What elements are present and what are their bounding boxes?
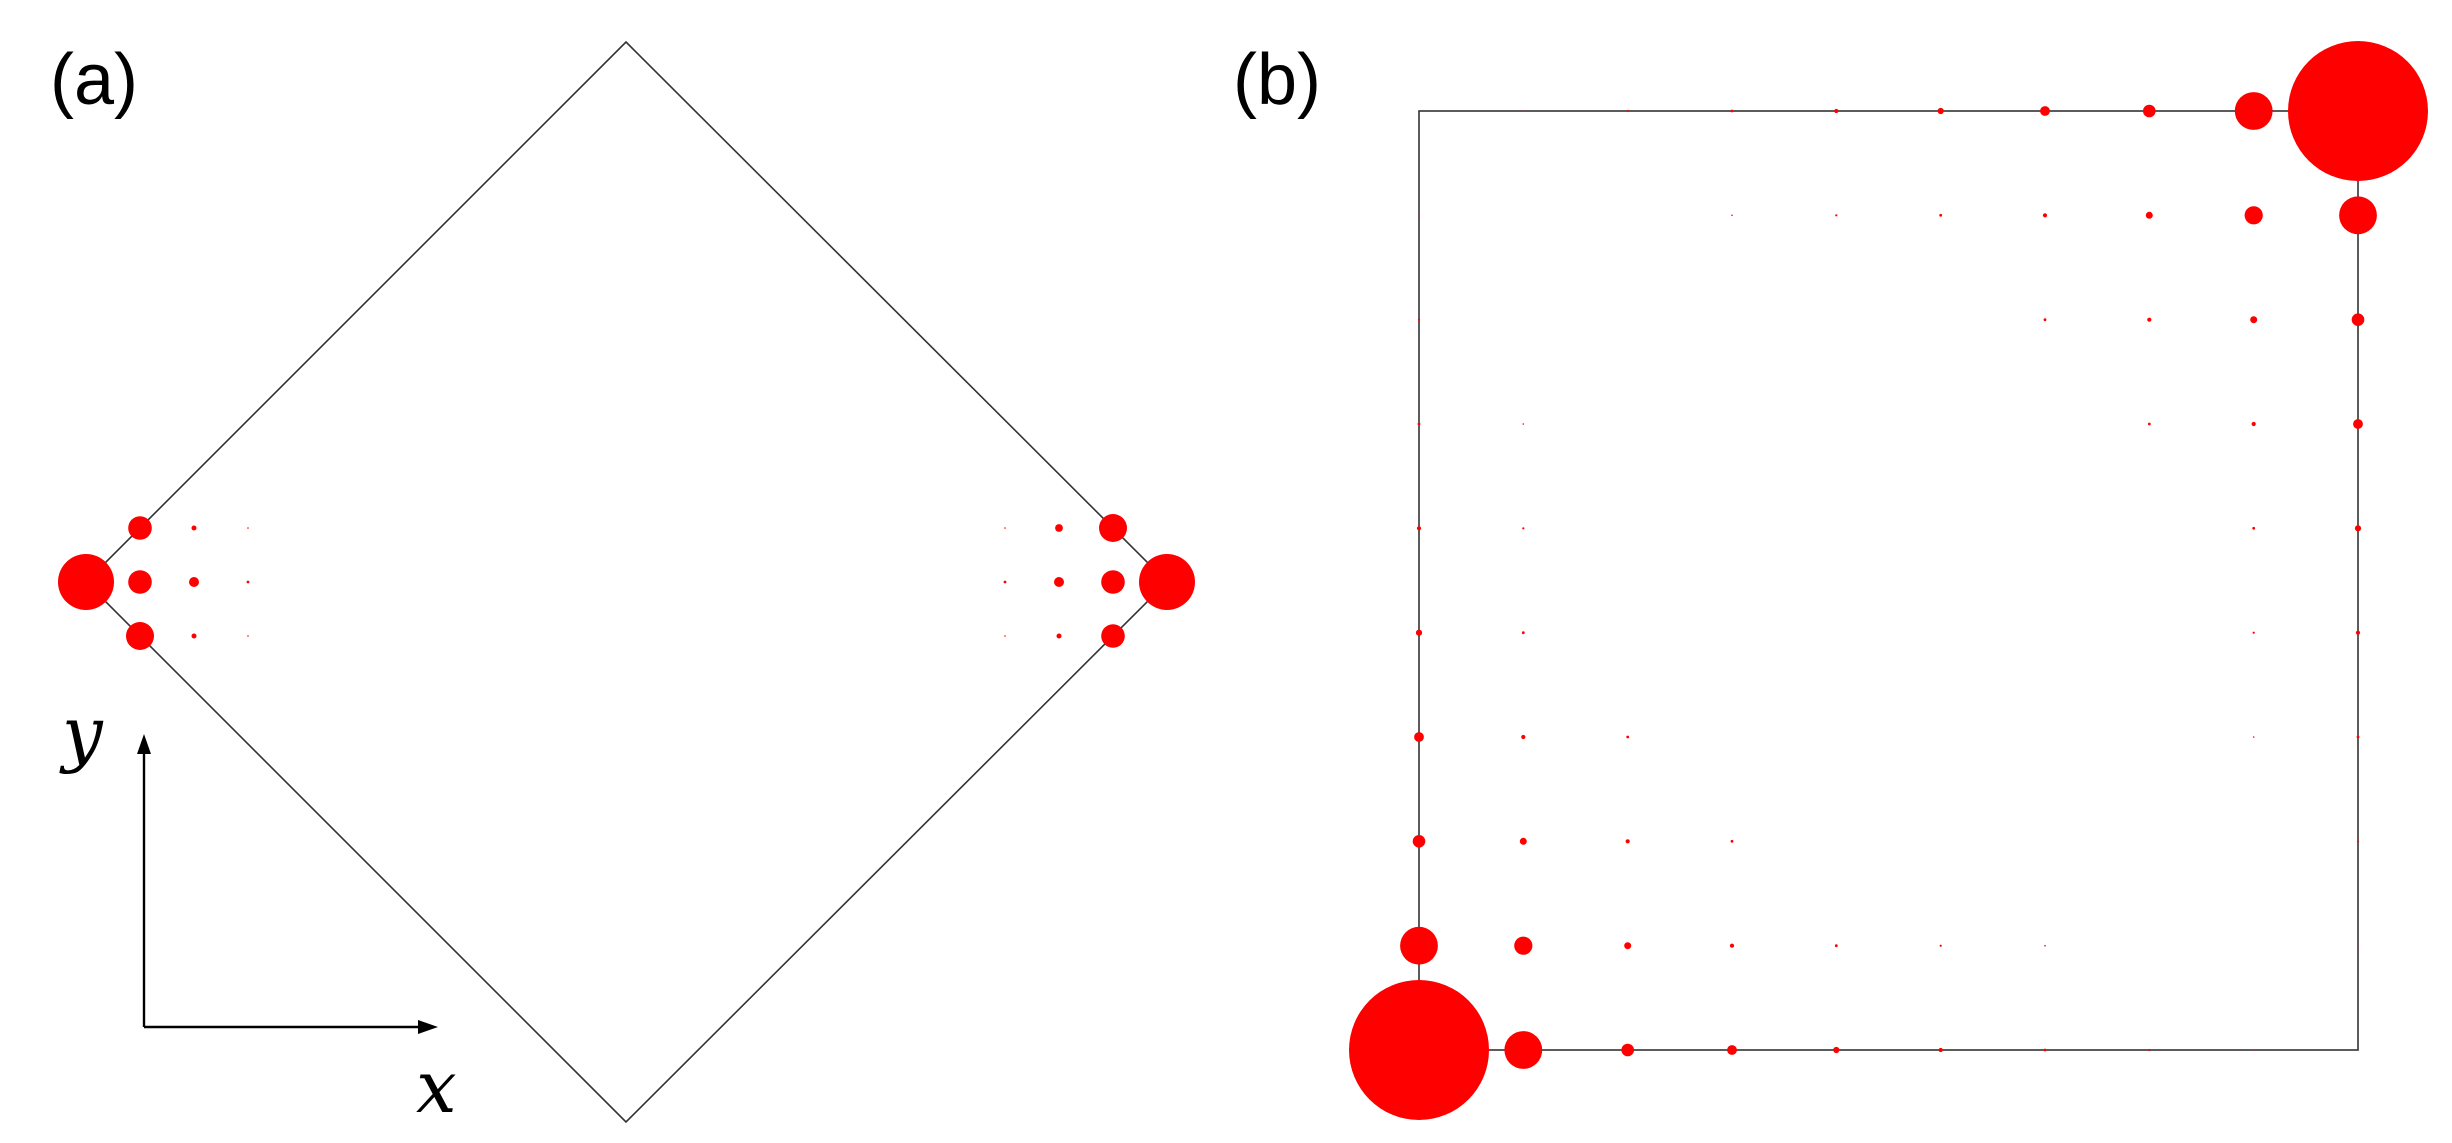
site-dot-b-bottom-left xyxy=(2044,944,2046,947)
panel-a: (a) y x xyxy=(50,40,1195,1129)
site-dot-a-right xyxy=(1101,624,1125,648)
site-dot-b-top-right xyxy=(2042,213,2048,218)
site-dot-b-bottom-left xyxy=(1939,944,1942,947)
site-dot-a-left xyxy=(247,635,249,637)
xy-axes: y x xyxy=(59,691,457,1129)
site-dot-b-top-right xyxy=(2252,631,2255,634)
site-dot-b-top-right xyxy=(1835,214,1838,217)
site-dot-b-bottom-left xyxy=(1416,526,1422,531)
y-axis-label: y xyxy=(59,691,104,775)
site-dot-b-bottom-left xyxy=(1730,839,1734,843)
site-dot-b-bottom-left xyxy=(1417,318,1421,321)
site-dot-b-top-right xyxy=(2339,196,2377,235)
site-dot-b-top-right xyxy=(2145,211,2153,219)
site-dot-b-bottom-left xyxy=(2148,1048,2151,1052)
site-dot-b-bottom-left xyxy=(1400,926,1438,965)
x-axis-label: x xyxy=(416,1045,457,1129)
site-dot-b-top-right xyxy=(1626,109,1629,113)
site-dot-b-top-right xyxy=(2356,735,2360,739)
site-dot-b-top-right xyxy=(2147,422,2151,426)
site-dot-b-bottom-left xyxy=(1415,629,1423,636)
site-dot-a-right xyxy=(1054,577,1064,587)
site-dot-a-right xyxy=(1056,633,1062,639)
site-dot-b-bottom-left xyxy=(1729,943,1735,948)
site-dot-b-bottom-left xyxy=(1624,942,1632,950)
site-dot-b-top-right xyxy=(2357,944,2359,947)
site-dot-b-top-right xyxy=(1939,213,1943,217)
site-dot-b-top-right xyxy=(2353,419,2363,429)
site-dot-a-right xyxy=(1004,635,1006,637)
site-dot-b-bottom-left xyxy=(1521,631,1525,635)
panel-a-label: (a) xyxy=(50,40,138,120)
site-dot-a-right xyxy=(1003,580,1007,584)
site-dot-b-bottom-left xyxy=(1414,732,1424,742)
site-dot-b-bottom-left xyxy=(1522,423,1525,425)
site-dot-a-right xyxy=(1055,524,1063,532)
site-dot-b-top-right xyxy=(2244,206,2263,225)
site-dot-b-top-right xyxy=(2147,317,2152,322)
panel-b-label: (b) xyxy=(1233,40,1321,120)
site-dot-a-left xyxy=(128,570,152,594)
site-dot-a-right xyxy=(1004,527,1006,529)
site-dot-b-top-right xyxy=(2143,104,2156,118)
site-dot-a-left xyxy=(246,580,250,584)
site-dot-b-top-right xyxy=(2250,316,2258,324)
site-dot-a-left xyxy=(191,525,197,531)
site-dot-a-left xyxy=(191,633,197,639)
site-dot-b-bottom-left xyxy=(1626,735,1630,739)
site-dot-b-bottom-left xyxy=(1519,837,1527,845)
site-dot-b-bottom-left xyxy=(1938,1047,1943,1053)
site-dot-b-top-right xyxy=(1522,110,1525,112)
site-dot-b-top-right xyxy=(2040,106,2050,116)
site-dot-a-left xyxy=(126,622,154,650)
site-dot-b-top-right xyxy=(2355,630,2361,635)
x-axis-arrowhead xyxy=(418,1020,438,1034)
site-dot-b-top-right xyxy=(2251,421,2256,427)
site-dot-a-right xyxy=(1139,554,1195,610)
site-dot-b-bottom-left xyxy=(1625,839,1630,844)
site-dot-b-top-right xyxy=(2356,840,2360,843)
site-dot-b-top-right xyxy=(2288,41,2428,181)
site-dot-a-left xyxy=(58,554,114,610)
site-dot-b-top-right xyxy=(2043,318,2047,322)
panel-b: (b) xyxy=(1233,40,2428,1120)
panel-a-dots xyxy=(58,514,1195,650)
site-dot-b-top-right xyxy=(2234,92,2273,130)
site-dot-b-bottom-left xyxy=(1417,422,1421,426)
site-dot-b-top-right xyxy=(1730,109,1734,113)
site-dot-b-top-right xyxy=(1937,107,1944,115)
site-dot-a-right xyxy=(1101,570,1125,594)
site-dot-b-bottom-left xyxy=(1504,1031,1543,1069)
site-dot-b-bottom-left xyxy=(1514,936,1533,955)
site-dot-b-bottom-left xyxy=(1833,1046,1840,1054)
site-dot-a-left xyxy=(128,516,152,540)
site-dot-b-bottom-left xyxy=(1418,214,1420,217)
site-dot-b-bottom-left xyxy=(2252,1049,2255,1051)
y-axis-arrowhead xyxy=(137,734,151,754)
site-dot-b-bottom-left xyxy=(2043,1048,2047,1052)
site-dot-b-bottom-left xyxy=(1349,980,1489,1120)
site-dot-b-top-right xyxy=(2354,525,2362,532)
site-dot-b-top-right xyxy=(1731,214,1733,217)
site-dot-b-top-right xyxy=(2252,526,2256,530)
site-dot-b-bottom-left xyxy=(1522,527,1525,530)
site-dot-b-bottom-left xyxy=(1621,1043,1634,1057)
site-dot-b-bottom-left xyxy=(1412,835,1426,848)
site-dot-b-top-right xyxy=(1834,108,1839,114)
site-dot-b-top-right xyxy=(2252,736,2255,738)
site-dot-a-right xyxy=(1099,514,1127,542)
panel-b-dots xyxy=(1349,41,2428,1120)
site-dot-a-left xyxy=(189,577,199,587)
site-dot-b-bottom-left xyxy=(1727,1045,1737,1055)
panel-b-square-outline xyxy=(1418,110,2359,1051)
panel-a-diamond-outline xyxy=(84,40,1169,1124)
site-dot-b-bottom-left xyxy=(1521,734,1526,740)
site-dot-a-left xyxy=(247,527,249,529)
site-dot-b-bottom-left xyxy=(1834,944,1838,948)
site-dot-b-top-right xyxy=(2351,313,2365,327)
